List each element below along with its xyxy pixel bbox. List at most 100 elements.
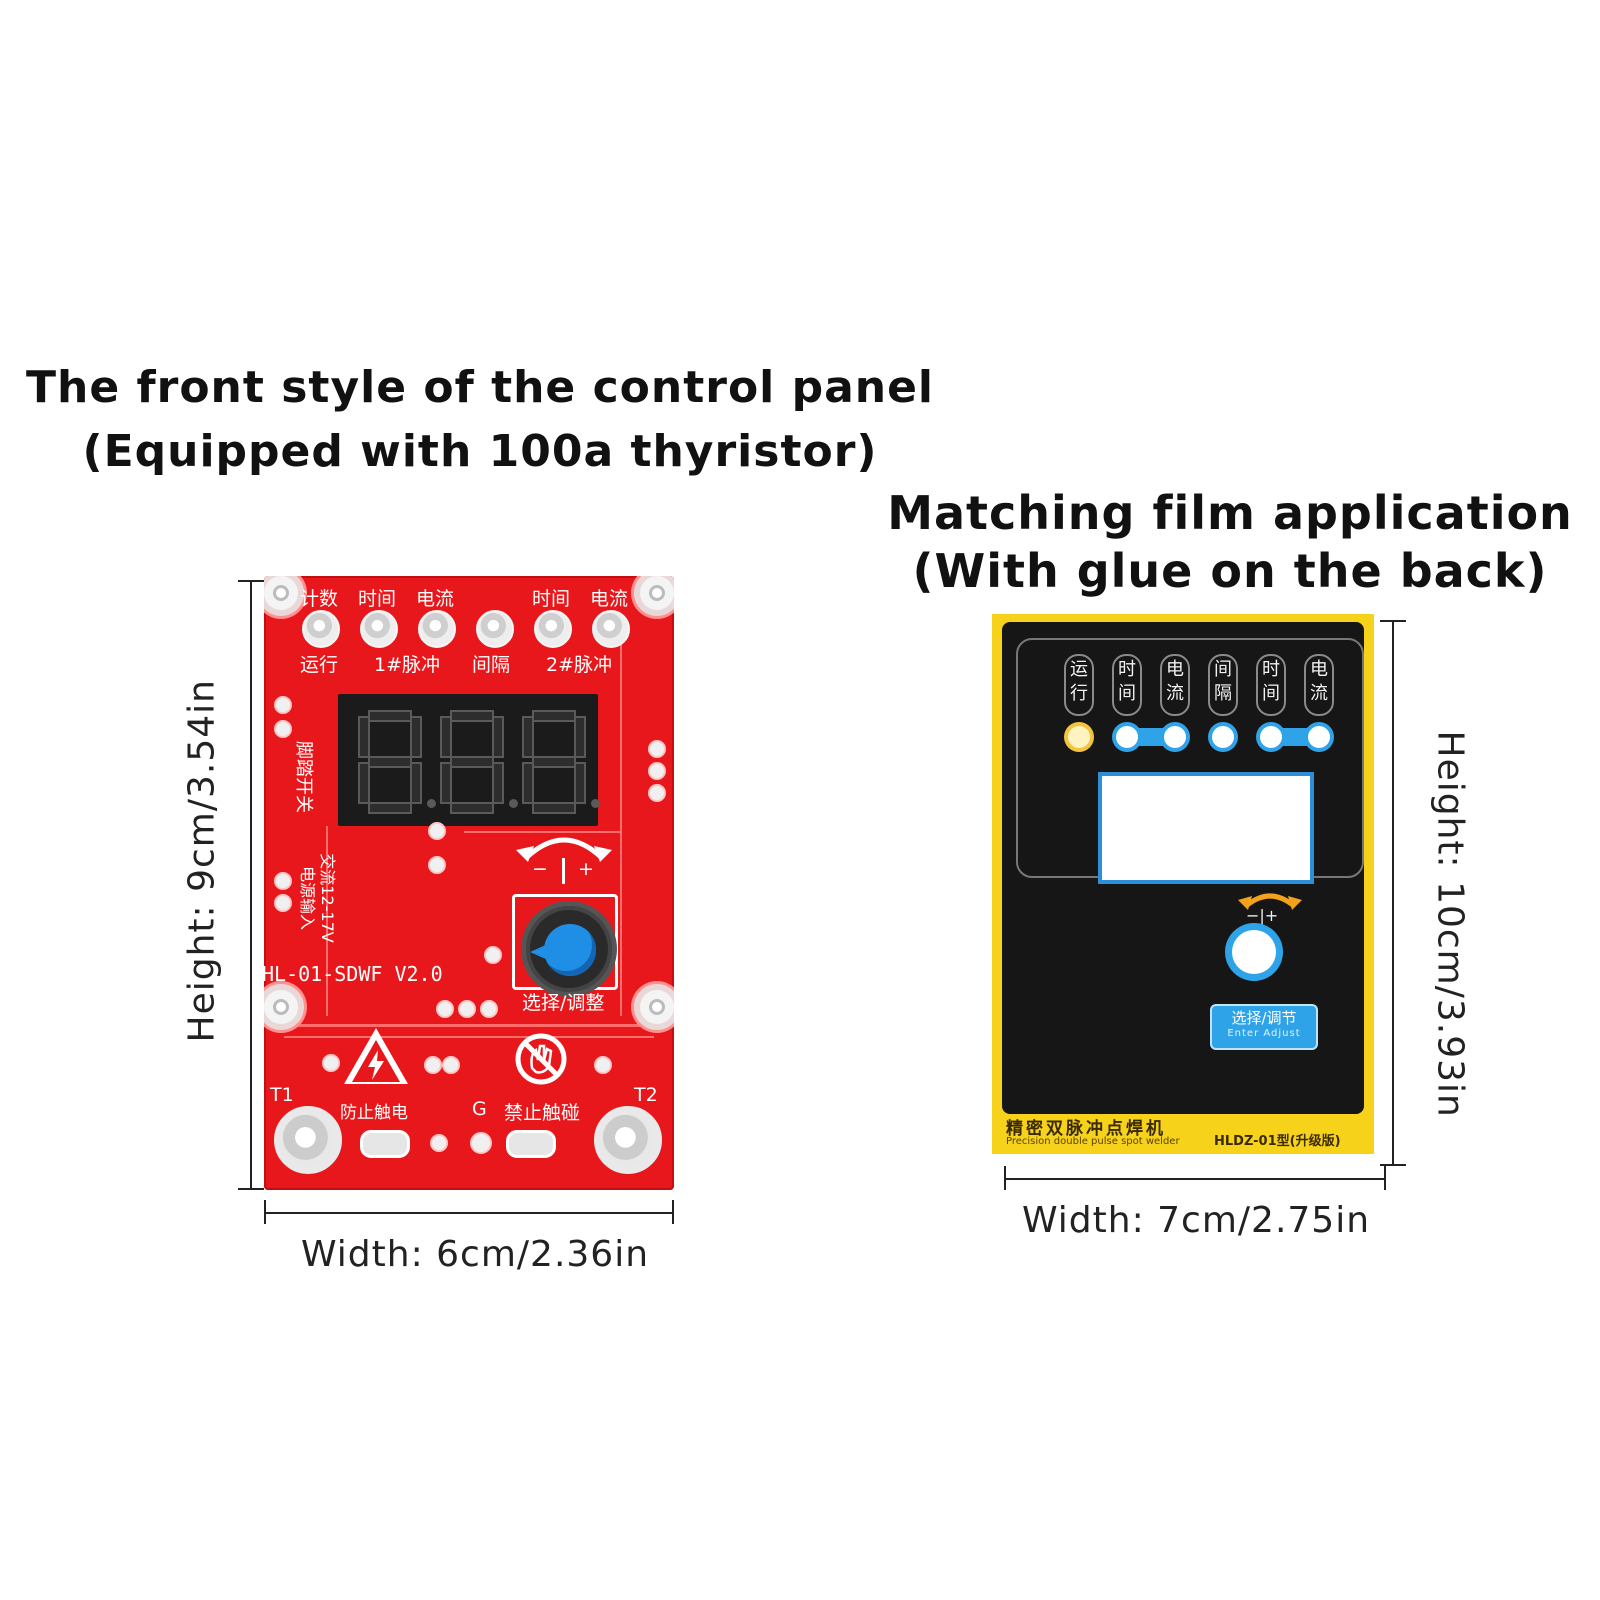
right-height-tick-top [1380, 620, 1406, 622]
pcb-warning-touch: 禁止触碰 [504, 1102, 581, 1124]
display-digit [522, 710, 600, 814]
led-current-1 [418, 610, 456, 648]
terminal-t1 [274, 1106, 342, 1174]
film-model: HLDZ-01型(升级版) [1214, 1134, 1341, 1149]
led-run [302, 610, 340, 648]
solder-pad [648, 740, 666, 758]
solder-pad [442, 1056, 460, 1074]
left-height-label: Height: 9cm/3.54in [181, 679, 223, 1043]
knob-pointer [530, 944, 548, 960]
left-heading-line1: The front style of the control panel [25, 362, 935, 413]
film-display-window [1102, 776, 1310, 880]
pcb-trace [464, 831, 620, 833]
pcb-warning-shock: 防止触电 [340, 1103, 408, 1123]
pcb-minus: − [532, 858, 548, 880]
mount-hole-mid-right [634, 984, 674, 1030]
pcb-label-interval: 间隔 [472, 654, 511, 676]
film-button-cn: 选择/调节 [1231, 1009, 1297, 1027]
foot-switch-pad [274, 720, 292, 738]
film-enter-adjust-button[interactable]: 选择/调节 Enter Adjust [1210, 1004, 1318, 1050]
led-current-2 [592, 610, 630, 648]
led-interval [476, 610, 514, 648]
solder-pad [428, 856, 446, 874]
right-height-tick-bottom [1380, 1164, 1406, 1166]
film-knob-hole [1232, 930, 1276, 974]
pcb-trace [264, 1024, 674, 1027]
film-button-en: Enter Adjust [1227, 1028, 1301, 1039]
right-height-line [1392, 620, 1394, 1166]
solder-pad [648, 762, 666, 780]
pcb-label-pulse-1: 1#脉冲 [374, 654, 441, 676]
terminal-t2 [594, 1106, 662, 1174]
film-adjust-arrow-icon [1238, 893, 1302, 910]
solder-pad [648, 784, 666, 802]
film-adjust-symbol: −|+ [1246, 906, 1279, 925]
knob-cap[interactable] [544, 924, 596, 976]
film-pill-current-2: 电流 [1304, 654, 1334, 716]
left-height-tick-bottom [238, 1188, 264, 1190]
film-indicator-current-1 [1164, 726, 1186, 748]
mount-hole-top-right [634, 576, 674, 616]
pcb-label-current-1: 电流 [416, 588, 455, 610]
led-time-1 [360, 610, 398, 648]
left-width-tick-right [672, 1200, 674, 1224]
left-height-tick-top [238, 580, 264, 582]
pcb-trace [620, 636, 622, 1016]
no-touch-icon [515, 1033, 567, 1085]
film-footer-en: Precision double pulse spot welder [1006, 1136, 1180, 1147]
adjust-arrow-icon [516, 837, 612, 862]
pcb-knob-label: 选择/调整 [522, 992, 605, 1014]
oval-pad [506, 1130, 556, 1158]
film-indicator-time-1 [1116, 726, 1138, 748]
pcb-model: HL-01-SDWF V2.0 [264, 962, 443, 986]
foot-switch-pad [274, 696, 292, 714]
led-time-2 [534, 610, 572, 648]
left-width-line [264, 1212, 674, 1214]
solder-pad [430, 1134, 448, 1152]
pcb-label-count: 计数 [300, 588, 339, 610]
pcb-label-time-1: 时间 [358, 588, 397, 610]
pcb-label-power-input-2: 电源输入 [298, 865, 317, 930]
film-upper-frame: 运行 时间 电流 间隔 时间 电流 [1016, 638, 1364, 880]
pcb-terminal-t2: T2 [634, 1084, 658, 1106]
left-height-line [250, 580, 252, 1190]
pcb-label-time-2: 时间 [532, 588, 571, 610]
right-height-label: Height: 10cm/3.93in [1429, 730, 1471, 1118]
pcb-adjust-divider [562, 858, 565, 884]
film-black-area: 运行 时间 电流 间隔 时间 电流 −|+ 选择/调节 Enter Adjust [1002, 622, 1364, 1114]
oval-pad [360, 1130, 410, 1158]
pcb-label-pulse-2: 2#脉冲 [546, 654, 613, 676]
film-footer-cn: 精密双脉冲点焊机 [1006, 1119, 1166, 1139]
pcb-board: 计数 时间 电流 时间 电流 运行 1#脉冲 间隔 2#脉冲 [264, 576, 674, 1190]
left-width-tick-left [264, 1200, 266, 1224]
left-width-label: Width: 6cm/2.36in [300, 1234, 650, 1275]
right-width-tick-right [1384, 1166, 1386, 1190]
solder-pad [484, 946, 502, 964]
film-indicator-current-2 [1308, 726, 1330, 748]
pcb-label-foot-switch: 脚踏开关 [293, 741, 314, 813]
pcb-plus: + [578, 858, 594, 880]
display-digit [440, 710, 518, 814]
display-digit [358, 710, 436, 814]
solder-pad [458, 1000, 476, 1018]
mount-hole-top-left [264, 576, 304, 616]
power-pad [274, 872, 292, 890]
solder-pad [480, 1000, 498, 1018]
seven-segment-display [338, 694, 600, 826]
film-panel: 运行 时间 电流 间隔 时间 电流 −|+ 选择/调节 Enter Adjust [992, 614, 1374, 1154]
lightning-icon [368, 1050, 384, 1080]
right-width-label: Width: 7cm/2.75in [1021, 1200, 1371, 1241]
pcb-label-current-2: 电流 [590, 588, 629, 610]
film-pill-interval: 间隔 [1208, 654, 1238, 716]
film-pill-current-1: 电流 [1160, 654, 1190, 716]
right-heading-line2: (With glue on the back) [912, 544, 1548, 598]
left-heading: The front style of the control panel (Eq… [20, 356, 940, 484]
pcb-label-run: 运行 [300, 654, 339, 676]
right-width-tick-left [1004, 1166, 1006, 1190]
power-pad [274, 894, 292, 912]
solder-pad [322, 1054, 340, 1072]
right-heading-line1: Matching film application [887, 486, 1573, 540]
pcb-gate: G [472, 1098, 487, 1120]
solder-pad [424, 1056, 442, 1074]
left-heading-line2: (Equipped with 100a thyristor) [82, 426, 878, 477]
